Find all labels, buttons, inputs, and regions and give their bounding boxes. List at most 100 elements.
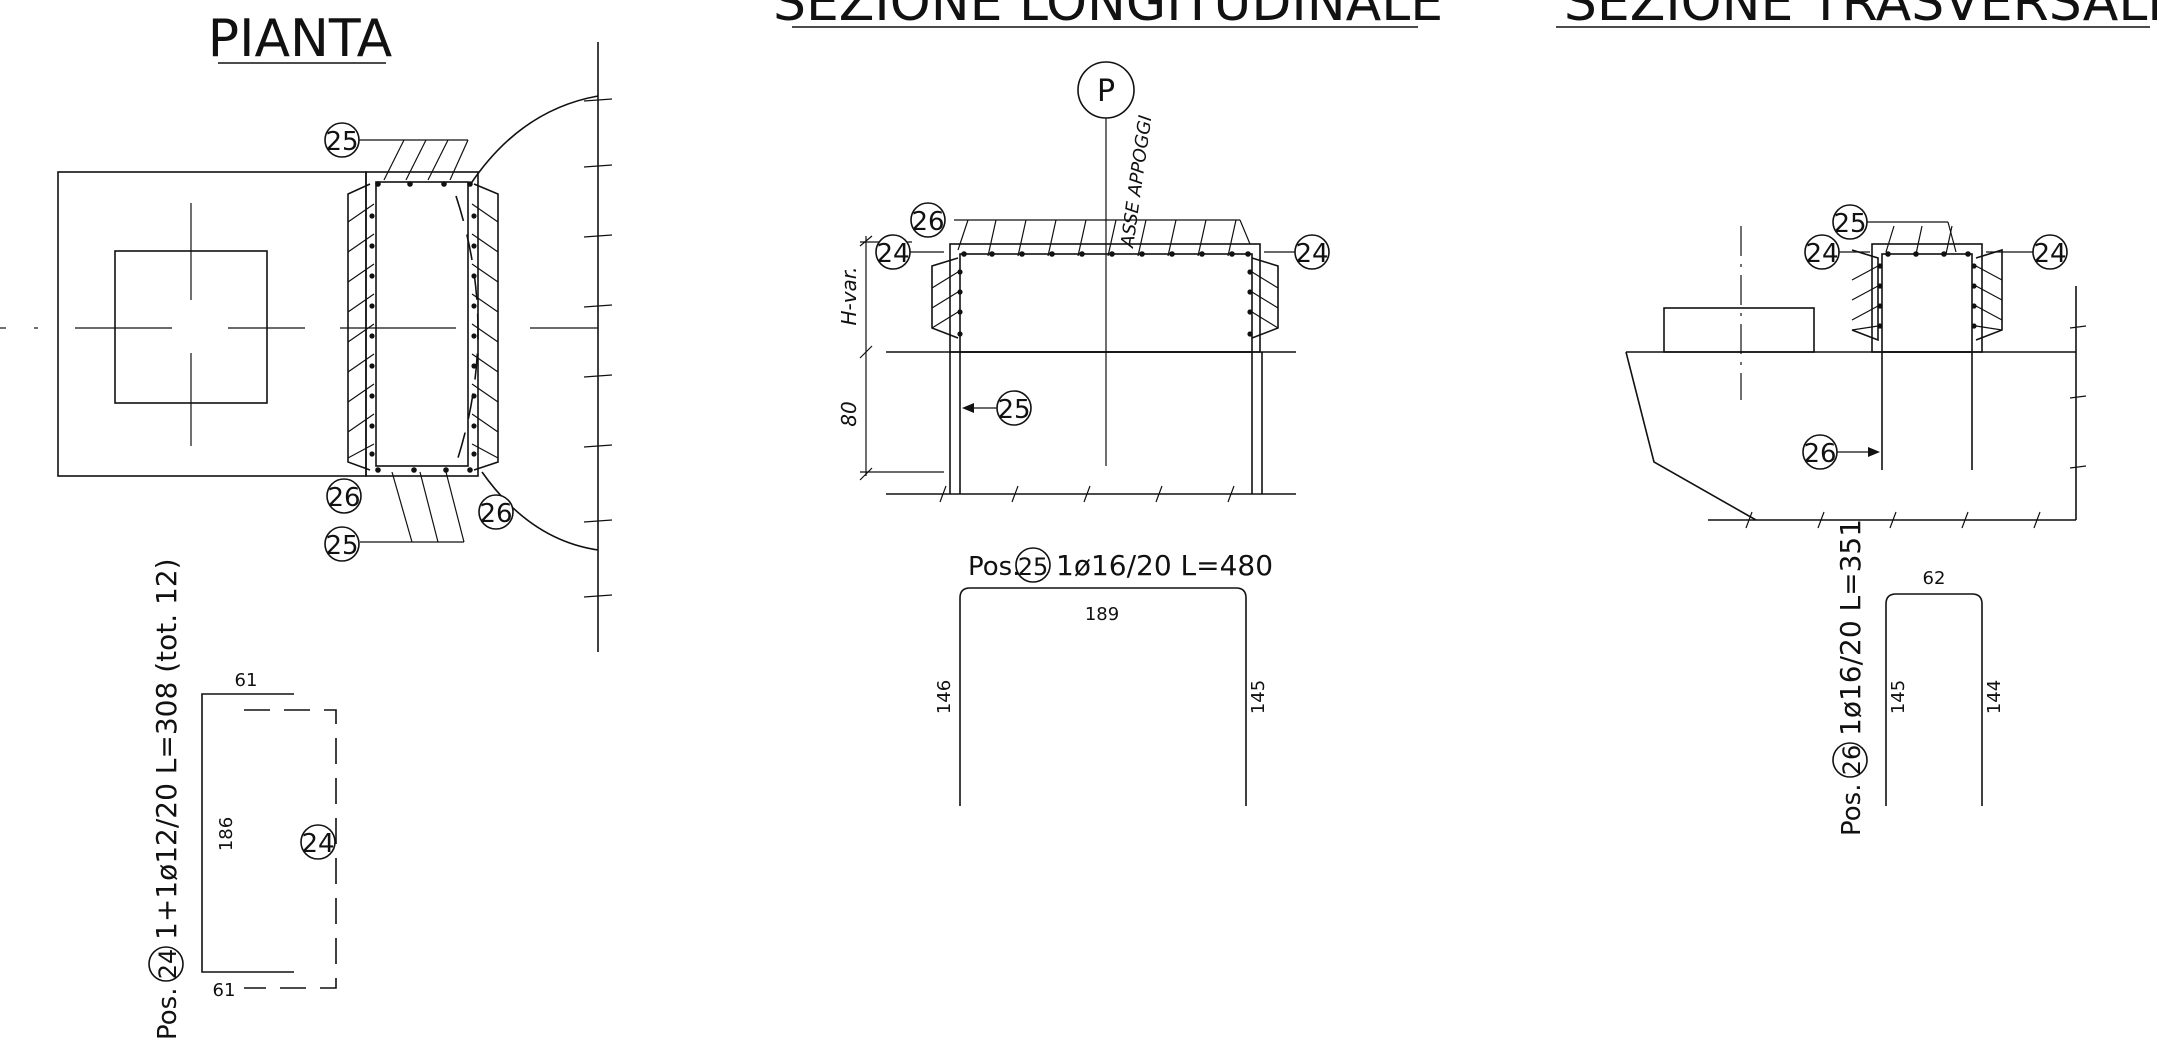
long-callout-24-right: 24: [1264, 234, 1330, 270]
title-pianta: PIANTA: [208, 9, 393, 69]
pos24-label: Pos.: [153, 988, 183, 1040]
pos24-mark-circle: [148, 946, 184, 982]
trasv-dots-right: [1971, 263, 1977, 329]
trasv-callout-24-right-text: 24: [2033, 239, 2066, 269]
title-longitudinale: SEZIONE LONGITUDINALE: [773, 0, 1443, 33]
plan-hatch-bottom: [391, 471, 465, 543]
trasv-hatch-right: [1975, 265, 2003, 331]
pos24-callout-text: 24: [301, 829, 334, 859]
title-trasversale-group: SEZIONE TRASVERSALE: [1556, 0, 2157, 33]
trasv-cage-right: [1975, 248, 2003, 341]
plan-callout-26-right-text: 26: [479, 499, 512, 529]
pos24-dim-bottom: 61: [213, 980, 236, 1001]
trasv-slope-left: [1625, 351, 1757, 521]
trasv-dots-left: [1877, 263, 1883, 329]
long-cage-left: [931, 257, 959, 339]
plan-rebar-dots: [369, 181, 477, 473]
trasv-cap-outline: [1871, 243, 1983, 353]
pos25-bar: [959, 587, 1247, 806]
pos25-spec: 1ø16/20 L=480: [1056, 549, 1273, 582]
long-dots-left: [957, 269, 963, 337]
trasv-base-ticks: [1745, 511, 2041, 529]
plan-callout-25-bottom-text: 25: [325, 531, 358, 561]
trasv-bearing-block: [1663, 307, 1815, 353]
pos24-callout: 24: [300, 824, 336, 860]
pos26-spec-rotated: Pos. 26 1ø16/20 L=351: [1832, 519, 1868, 836]
long-callout-25-text: 25: [997, 395, 1030, 425]
trasv-callout-26: 26: [1802, 434, 1880, 470]
plan-callout-25-bottom: 25: [324, 526, 360, 562]
plan-hatch-right: [471, 203, 499, 459]
long-cage-right: [1251, 257, 1279, 339]
pos24-bar-dashed: [244, 709, 337, 989]
long-callout-24-left: 24: [875, 234, 944, 270]
title-pianta-group: PIANTA: [208, 9, 393, 69]
trasv-hatch-left: [1851, 265, 1879, 331]
long-callout-26-text: 26: [911, 207, 944, 237]
pos25-dim-top: 189: [1085, 604, 1119, 625]
trasv-hatch-top: [1885, 225, 1953, 255]
trasv-leader-25-end: [1947, 221, 1957, 253]
pos24-dim-top: 61: [235, 670, 258, 691]
pos26-schedule: Pos. 26 1ø16/20 L=351 62 145 144: [1832, 519, 2005, 836]
long-callout-26: 26: [910, 202, 946, 238]
pos26-label: Pos.: [1837, 784, 1867, 836]
trasv-cap-inner: [1881, 253, 1973, 353]
pos25-mark-circle: [1015, 547, 1051, 583]
plan-hatch-top: [383, 139, 469, 181]
support-marker-text: P: [1097, 74, 1115, 109]
support-marker: P: [1077, 61, 1135, 119]
trasv-callout-24-left-text: 24: [1805, 239, 1838, 269]
plan-callout-26-right: 26: [478, 494, 514, 530]
pos25-dim-left: 146: [934, 680, 955, 714]
pos26-mark-circle: [1832, 742, 1868, 778]
long-base-ticks: [939, 485, 1235, 503]
plan-hatch-left: [347, 203, 375, 459]
axis-label: ASSE APPOGGI: [1117, 114, 1156, 250]
pos26-mark: 26: [1838, 745, 1866, 776]
trasv-callout-24-left: 24: [1804, 234, 1870, 270]
pos24-spec-rotated: Pos. 24 1+1ø12/20 L=308 (tot. 12): [148, 558, 184, 1040]
plan-big-arc-top: [469, 95, 599, 186]
pos24-bar-solid: [201, 693, 294, 973]
pos24-mark: 24: [154, 949, 182, 980]
plan-callout-26-left: 26: [326, 478, 362, 514]
pos26-dim-left: 145: [1888, 680, 1909, 714]
plan-slab-outline: [57, 171, 367, 477]
long-hatch-right: [1251, 271, 1279, 329]
long-cap-outline: [949, 243, 1261, 353]
pianta-view: 25 26 26 25: [0, 42, 613, 652]
trasv-callout-26-text: 26: [1803, 439, 1836, 469]
long-callout-24-left-text: 24: [876, 239, 909, 269]
plan-callout-25-top: 25: [324, 122, 360, 158]
plan-cap-inner: [375, 181, 469, 467]
pos24-schedule: Pos. 24 1+1ø12/20 L=308 (tot. 12) 61 61 …: [148, 558, 337, 1040]
pos25-schedule: Pos. 25 1ø16/20 L=480 189 146 145: [934, 547, 1273, 806]
plan-big-arc-bottom: [481, 471, 599, 551]
pos25-mark: 25: [1018, 553, 1049, 581]
trasv-callout-24-right: 24: [1986, 234, 2068, 270]
plan-edge-ticks: [583, 98, 613, 598]
long-callout-25: 25: [962, 390, 1032, 426]
pos25-label: Pos.: [968, 552, 1020, 582]
plan-callout-25-top-text: 25: [325, 127, 358, 157]
pos26-dim-right: 144: [1984, 680, 2005, 714]
pos26-bar: [1885, 593, 1983, 806]
long-dots-top: [961, 251, 1251, 257]
long-dots-right: [1247, 269, 1253, 337]
long-hatch-top: [957, 219, 1237, 257]
pos25-dim-right: 145: [1248, 680, 1269, 714]
dim-80: 80: [837, 401, 861, 426]
plan-callout-26-left-text: 26: [327, 483, 360, 513]
pos26-spec: 1ø16/20 L=351: [1834, 519, 1867, 736]
trasv-callout-25: 25: [1832, 204, 1868, 240]
long-leader-26-end: [1239, 219, 1251, 245]
trasv-right-ticks: [2069, 325, 2087, 469]
plan-dashed-arc: [455, 195, 479, 465]
trasversale-view: 25 24 24 26: [1625, 204, 2087, 529]
title-trasversale: SEZIONE TRASVERSALE: [1564, 0, 2157, 33]
pos24-dim-height: 186: [216, 817, 237, 851]
long-callout-24-right-text: 24: [1295, 239, 1328, 269]
plan-cage-right: [473, 183, 499, 471]
